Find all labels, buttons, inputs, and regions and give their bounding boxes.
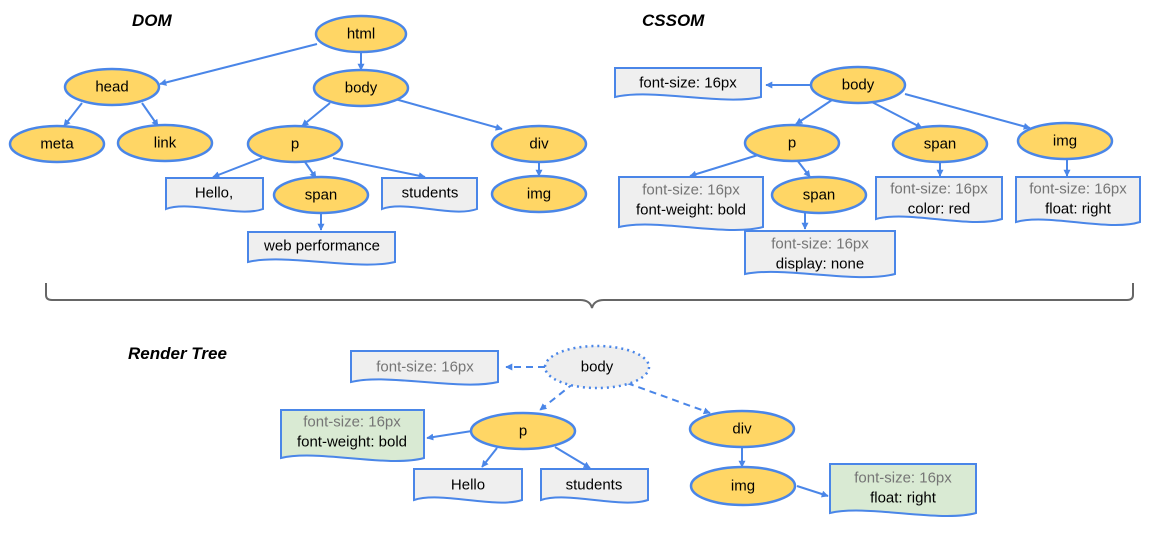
cssom-span-child-style: font-size: 16px display: none [744, 230, 896, 279]
cssom-node-body-label: body [842, 77, 875, 94]
cssom-edges [689, 81, 1071, 230]
cssom-heading: CSSOM [642, 11, 705, 30]
dom-node-img-label: img [527, 186, 551, 203]
rt-p-style: font-size: 16px font-weight: bold [280, 409, 425, 462]
edge-rt-body-div [626, 382, 711, 415]
cssom-node-p: p [743, 123, 841, 163]
dom-text-web-performance-label: web performance [263, 238, 380, 255]
render-tree-heading: Render Tree [128, 344, 227, 363]
dom-node-img: img [490, 174, 588, 214]
cssom-img-style-line1: font-size: 16px [1029, 181, 1127, 198]
cssom-node-img-label: img [1053, 133, 1077, 150]
edge-p-span [304, 161, 317, 179]
edge-cssom-body-p [795, 99, 833, 125]
dom-node-div-label: div [529, 136, 549, 153]
cssom-span-style-line1: font-size: 16px [890, 181, 988, 198]
rt-node-img-label: img [731, 478, 755, 495]
dom-node-body: body [312, 68, 410, 108]
rt-text-hello: Hello [413, 468, 523, 504]
rt-node-body: body [543, 344, 651, 390]
cssom-node-span-child: span [770, 175, 868, 215]
cssom-node-body: body [809, 65, 907, 105]
cssom-body-style-text: font-size: 16px [639, 75, 737, 92]
edge-rt-p-students [554, 446, 591, 469]
edge-cssom-p-style [689, 154, 759, 178]
dom-text-hello: Hello, [165, 177, 264, 213]
cssom-p-style: font-size: 16px font-weight: bold [618, 176, 764, 231]
rt-text-students: students [540, 468, 649, 504]
dom-node-div: div [490, 124, 588, 164]
dom-text-students: students [381, 177, 478, 213]
dom-node-head-label: head [95, 79, 128, 96]
cssom-node-span-label: span [924, 136, 957, 153]
rt-img-style-line1: font-size: 16px [854, 470, 952, 487]
dom-text-web-performance: web performance [247, 231, 396, 266]
rt-body-style: font-size: 16px [350, 350, 499, 386]
edge-cssom-body-img [904, 93, 1031, 130]
cssom-img-style: font-size: 16px float: right [1015, 176, 1141, 226]
rt-text-hello-label: Hello [451, 477, 485, 494]
edge-p-students [332, 157, 426, 180]
rt-node-div: div [688, 409, 796, 449]
dom-node-html: html [314, 14, 408, 54]
rt-node-img: img [689, 465, 797, 507]
cssom-span-style: font-size: 16px color: red [875, 176, 1003, 223]
render-tree-edges [426, 363, 829, 498]
edge-body-div [394, 98, 503, 131]
cssom-node-span-child-label: span [803, 187, 836, 204]
dom-node-p-label: p [291, 136, 299, 153]
edge-rt-body-p [539, 382, 575, 411]
cssom-span-child-style-line1: font-size: 16px [771, 236, 869, 253]
rt-node-p: p [469, 411, 577, 451]
dom-node-link-label: link [154, 135, 177, 152]
edge-rt-p-hello [481, 447, 498, 468]
combine-brace [45, 283, 1134, 309]
rt-node-div-label: div [732, 421, 752, 438]
rt-text-students-label: students [566, 477, 623, 494]
rt-img-style: font-size: 16px float: right [829, 463, 977, 517]
dom-node-meta-label: meta [40, 136, 74, 153]
rt-node-body-label: body [581, 359, 614, 376]
edge-cssom-p-span [796, 159, 811, 178]
cssom-node-span: span [891, 124, 989, 164]
rt-node-p-label: p [519, 423, 527, 440]
dom-text-students-label: students [402, 185, 459, 202]
cssom-span-child-style-line2: display: none [776, 256, 864, 273]
edge-head-link [141, 102, 159, 127]
edge-rt-p-style [426, 430, 473, 441]
dom-node-link: link [116, 123, 214, 163]
rt-p-style-line1: font-size: 16px [303, 414, 401, 431]
dom-node-meta: meta [8, 124, 106, 164]
dom-node-body-label: body [345, 80, 378, 97]
dom-heading: DOM [132, 11, 173, 30]
edge-cssom-body-span [869, 100, 923, 129]
dom-node-span-label: span [305, 187, 338, 204]
cssom-body-style: font-size: 16px [614, 67, 762, 101]
rt-img-style-line2: float: right [870, 490, 937, 507]
dom-node-head: head [63, 67, 161, 107]
dom-text-hello-label: Hello, [195, 185, 233, 202]
rt-p-style-line2: font-weight: bold [297, 434, 407, 451]
edge-head-meta [63, 102, 83, 127]
cssom-node-p-label: p [788, 135, 796, 152]
cssom-p-style-line2: font-weight: bold [636, 202, 746, 219]
dom-node-html-label: html [347, 26, 375, 43]
cssom-img-style-line2: float: right [1045, 201, 1112, 218]
cssom-p-style-line1: font-size: 16px [642, 182, 740, 199]
edge-body-p [301, 102, 331, 127]
cssom-node-img: img [1016, 121, 1114, 161]
rt-body-style-text: font-size: 16px [376, 359, 474, 376]
cssom-span-style-line2: color: red [908, 201, 971, 218]
dom-node-span: span [272, 175, 370, 215]
edge-html-head [159, 43, 318, 86]
dom-node-p: p [246, 124, 344, 164]
edge-rt-img-style [796, 485, 829, 498]
edge-p-hello [212, 157, 263, 178]
